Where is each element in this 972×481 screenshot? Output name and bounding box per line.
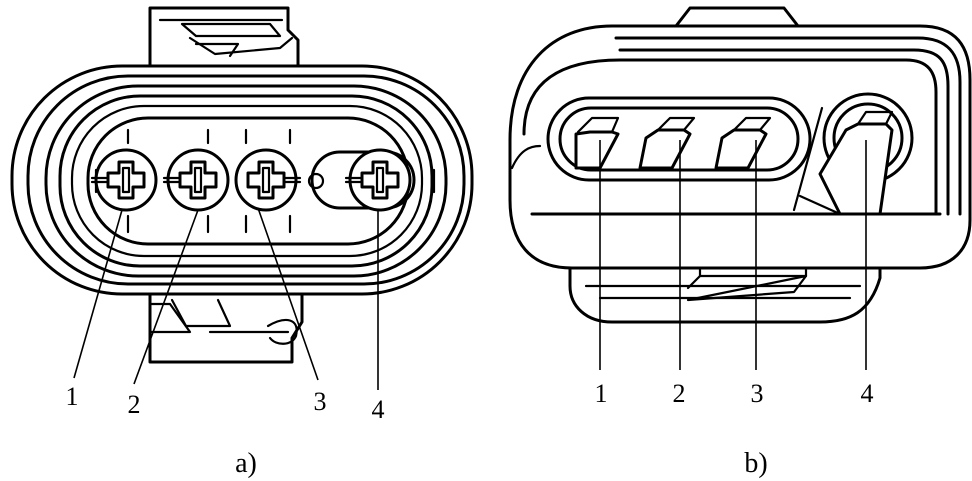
connector-a: 1 2 3 4 a) xyxy=(10,6,474,479)
connector-a-pin-label-2: 2 xyxy=(128,390,141,419)
connector-b: 1 2 3 4 b) xyxy=(508,6,972,479)
connector-b-top-tab xyxy=(674,6,800,28)
connector-b-caption: b) xyxy=(744,448,767,479)
connector-b-pin-label-2: 2 xyxy=(673,379,686,408)
connector-b-pin-label-1: 1 xyxy=(595,379,608,408)
connector-b-pin-label-4: 4 xyxy=(861,379,874,408)
connector-a-pin-label-4: 4 xyxy=(372,395,385,424)
connector-a-bottom-latch xyxy=(148,288,304,364)
connector-b-pin-2 xyxy=(638,116,696,170)
connector-a-pin-4 xyxy=(344,148,412,212)
connector-b-pin-label-3: 3 xyxy=(751,379,764,408)
connector-a-top-latch xyxy=(148,6,300,70)
connector-b-pin-3 xyxy=(714,116,772,170)
connector-b-slot xyxy=(546,96,812,182)
connector-b-leader-lines xyxy=(599,140,867,370)
connector-a-pin-label-3: 3 xyxy=(314,387,327,416)
connector-a-leader-lines xyxy=(73,207,379,390)
connector-b-pin-1 xyxy=(574,116,620,170)
connector-a-pin-label-1: 1 xyxy=(66,382,79,411)
connector-a-caption: a) xyxy=(235,448,257,479)
connector-b-pins xyxy=(574,92,914,216)
connector-b-bottom-latch xyxy=(568,258,882,324)
connector-a-pin-1 xyxy=(90,148,158,212)
connector-b-pin-4 xyxy=(792,92,914,216)
connector-a-pin-3 xyxy=(234,148,302,212)
connector-a-pins xyxy=(90,148,412,212)
